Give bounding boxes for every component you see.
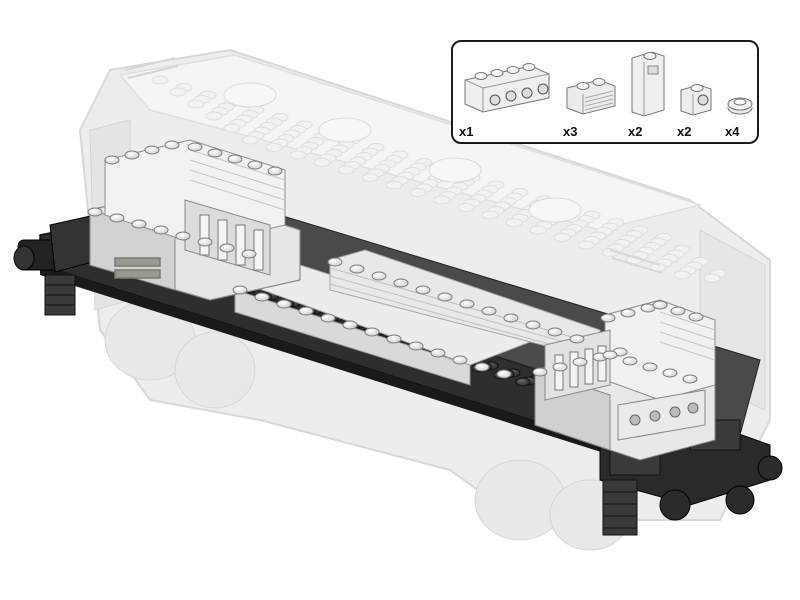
stud bbox=[361, 173, 379, 182]
qty-label: x1 bbox=[459, 124, 474, 139]
stud bbox=[223, 123, 241, 133]
qty-label: x3 bbox=[563, 124, 578, 139]
stud bbox=[289, 150, 307, 160]
stud bbox=[552, 362, 568, 372]
stud bbox=[87, 207, 103, 217]
stud bbox=[600, 313, 616, 323]
stud bbox=[670, 306, 686, 316]
stud bbox=[227, 154, 243, 164]
stud bbox=[515, 377, 531, 387]
stud bbox=[337, 165, 355, 175]
panel-1x1x2-icon bbox=[631, 51, 665, 117]
stud bbox=[151, 75, 169, 85]
stud bbox=[457, 203, 475, 212]
stud bbox=[276, 299, 292, 309]
stud bbox=[393, 278, 409, 288]
stud bbox=[652, 300, 668, 310]
brick-1x1-side-stud-icon bbox=[680, 84, 712, 116]
stud bbox=[153, 225, 169, 235]
stud bbox=[572, 357, 588, 367]
stud bbox=[267, 166, 283, 176]
stud bbox=[197, 237, 213, 247]
brick-1x2-grille-icon bbox=[566, 78, 616, 115]
stud bbox=[703, 273, 721, 283]
stud bbox=[481, 306, 497, 316]
stud bbox=[371, 271, 387, 281]
front-cab-block bbox=[89, 139, 301, 301]
stud bbox=[481, 210, 499, 220]
stud bbox=[682, 374, 698, 384]
stud bbox=[662, 368, 678, 378]
white-studs bbox=[87, 140, 704, 384]
stud bbox=[124, 150, 140, 160]
stud bbox=[496, 369, 512, 379]
stud bbox=[385, 180, 403, 190]
stud bbox=[187, 142, 203, 152]
brick-1x4-side-holes-icon bbox=[464, 63, 550, 113]
stud bbox=[265, 143, 283, 152]
stud bbox=[525, 320, 541, 330]
stud bbox=[409, 188, 427, 197]
qty-label: x2 bbox=[677, 124, 692, 139]
stud bbox=[232, 285, 248, 295]
stud bbox=[532, 367, 548, 377]
stud bbox=[569, 334, 585, 344]
stud bbox=[642, 362, 658, 372]
stud bbox=[342, 320, 358, 330]
stud bbox=[247, 160, 263, 170]
stud bbox=[187, 99, 205, 109]
stud bbox=[205, 111, 223, 121]
stud bbox=[131, 219, 147, 229]
stud bbox=[437, 292, 453, 302]
stud bbox=[349, 264, 365, 274]
stud bbox=[104, 155, 120, 165]
stud bbox=[207, 148, 223, 158]
stud bbox=[241, 249, 257, 259]
stud bbox=[415, 285, 431, 295]
stud bbox=[408, 341, 424, 351]
stud bbox=[169, 87, 187, 97]
front-bogie bbox=[13, 214, 101, 316]
stud bbox=[505, 218, 523, 227]
stud bbox=[164, 140, 180, 150]
stud bbox=[459, 299, 475, 309]
stud bbox=[364, 327, 380, 337]
stud bbox=[313, 158, 331, 167]
stud bbox=[386, 334, 402, 344]
parts-list-callout: x1 x3 x2 x2 x4 bbox=[451, 40, 759, 144]
stud bbox=[219, 243, 235, 253]
stud bbox=[254, 292, 270, 302]
stud bbox=[430, 348, 446, 358]
stud bbox=[433, 195, 451, 205]
stud bbox=[577, 240, 595, 250]
stud bbox=[503, 313, 519, 323]
stud bbox=[241, 135, 259, 145]
stud bbox=[553, 233, 571, 242]
stud bbox=[547, 327, 563, 337]
stud bbox=[298, 306, 314, 316]
stud bbox=[327, 257, 343, 267]
qty-label: x2 bbox=[628, 124, 643, 139]
stud bbox=[452, 355, 468, 365]
round-plate-1x1-icon bbox=[727, 97, 753, 115]
stud bbox=[320, 313, 336, 323]
stud bbox=[622, 356, 638, 366]
stud bbox=[602, 350, 618, 360]
stud bbox=[175, 231, 191, 241]
qty-label: x4 bbox=[725, 124, 740, 139]
stud bbox=[144, 145, 160, 155]
stud bbox=[620, 308, 636, 318]
stud bbox=[688, 312, 704, 322]
stud bbox=[474, 362, 490, 372]
stud bbox=[109, 213, 125, 223]
stud bbox=[529, 225, 547, 235]
stud bbox=[673, 270, 691, 280]
